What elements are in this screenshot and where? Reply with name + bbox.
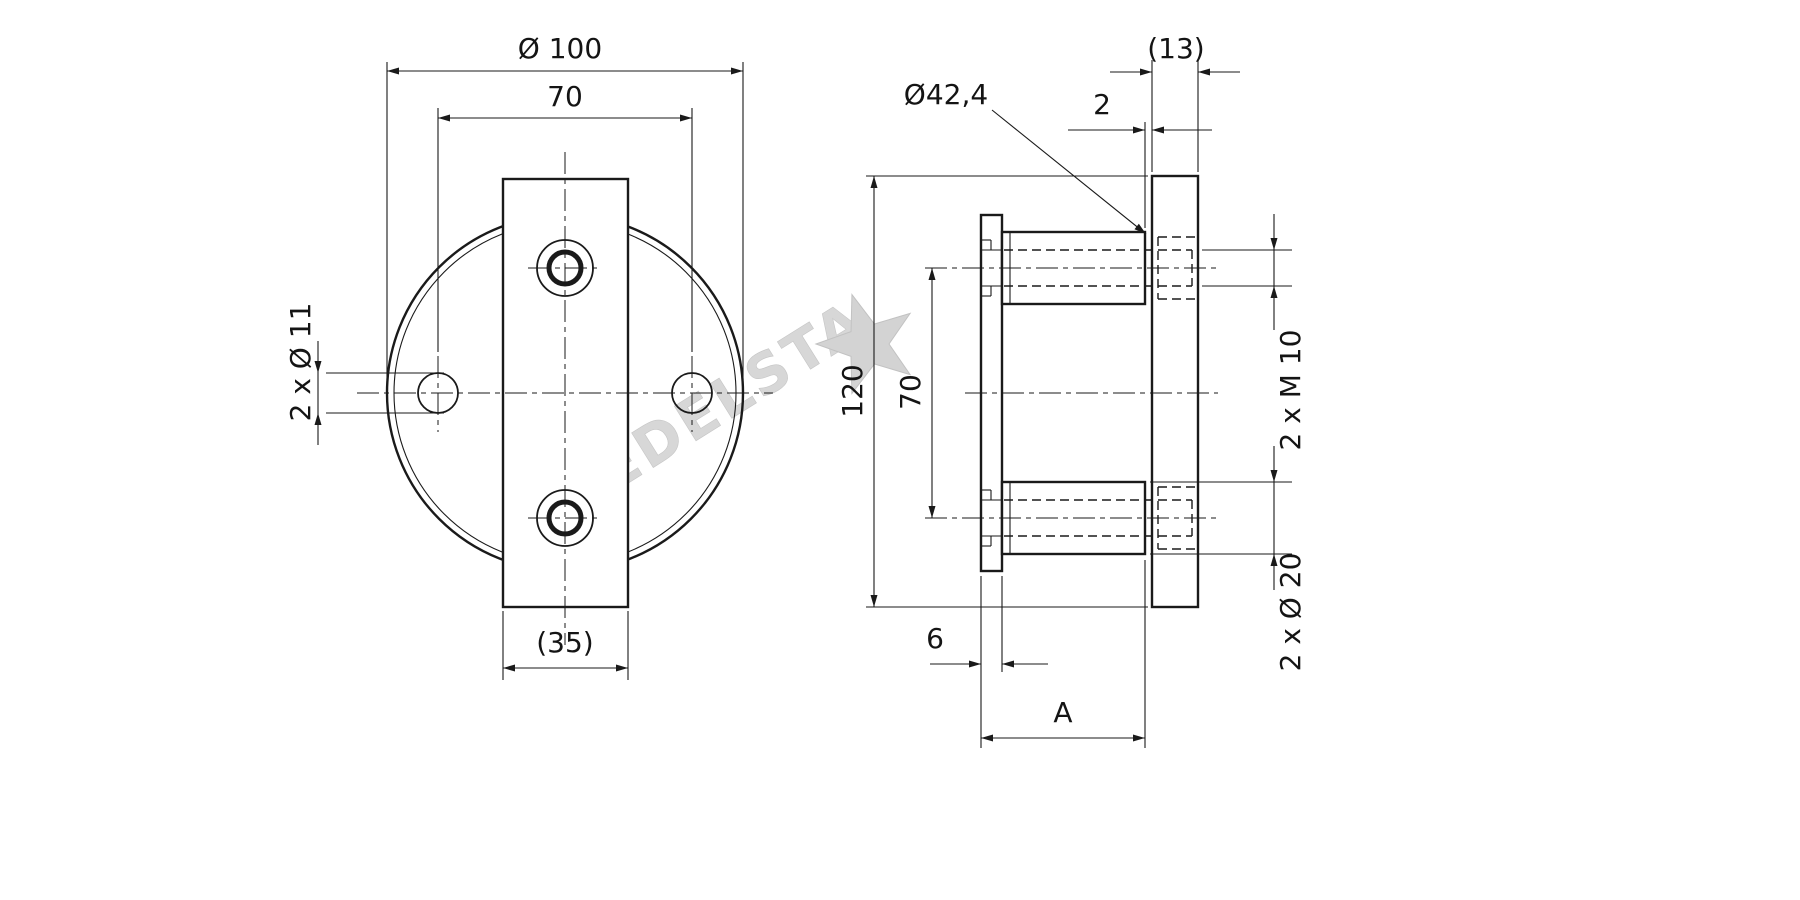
dim-label-outer-diameter: Ø 100 — [518, 32, 602, 65]
front-view — [357, 152, 773, 645]
watermark: EDELSTA — [586, 288, 912, 505]
dim-label-stud-spacing: 70 — [894, 374, 927, 410]
dim-tube-diameter: Ø42,4 — [904, 78, 1147, 235]
front-view-dimensions: Ø 100 70 2 x Ø 11 (35) — [284, 32, 744, 680]
dim-label-wall-plate-thickness: (13) — [1147, 32, 1204, 65]
dim-side-holes: 2 x Ø 11 — [284, 303, 444, 445]
dim-label-stud-diameter: 2 x Ø 20 — [1274, 553, 1307, 672]
dim-thread: 2 x M 10 — [1202, 214, 1307, 450]
dim-wall-plate-thickness: (13) — [1110, 32, 1240, 172]
dim-label-flange-thickness: 6 — [926, 622, 944, 655]
dim-flange-thickness: 6 — [926, 576, 1048, 748]
side-view — [925, 174, 1218, 609]
front-view-centerlines — [357, 152, 773, 645]
dim-offset: 2 — [1068, 88, 1212, 228]
dim-stud-spacing: 70 — [894, 268, 936, 518]
dim-outer-diameter: Ø 100 — [386, 32, 744, 380]
dim-stud-diameter: 2 x Ø 20 — [1150, 446, 1307, 671]
dim-label-length: A — [1053, 696, 1072, 729]
side-view-dimensions: (13) 2 Ø42,4 120 70 — [836, 32, 1307, 748]
dim-label-hole-spacing-front: 70 — [547, 80, 583, 113]
side-view-centerlines — [925, 267, 1218, 519]
dim-label-side-holes: 2 x Ø 11 — [284, 303, 317, 422]
wall-plate-side — [1150, 174, 1200, 609]
dim-label-height: 120 — [836, 364, 869, 417]
dim-label-offset: 2 — [1093, 88, 1111, 121]
watermark-text: EDELSTA — [586, 288, 878, 504]
dim-label-tube-diameter: Ø42,4 — [904, 78, 988, 111]
dim-length: A — [981, 560, 1146, 748]
dim-plate-width: (35) — [502, 611, 629, 680]
dim-label-plate-width: (35) — [536, 626, 593, 659]
dim-label-thread: 2 x M 10 — [1274, 330, 1307, 451]
dim-hole-spacing-front: 70 — [437, 80, 693, 352]
dim-height: 120 — [836, 175, 1148, 608]
